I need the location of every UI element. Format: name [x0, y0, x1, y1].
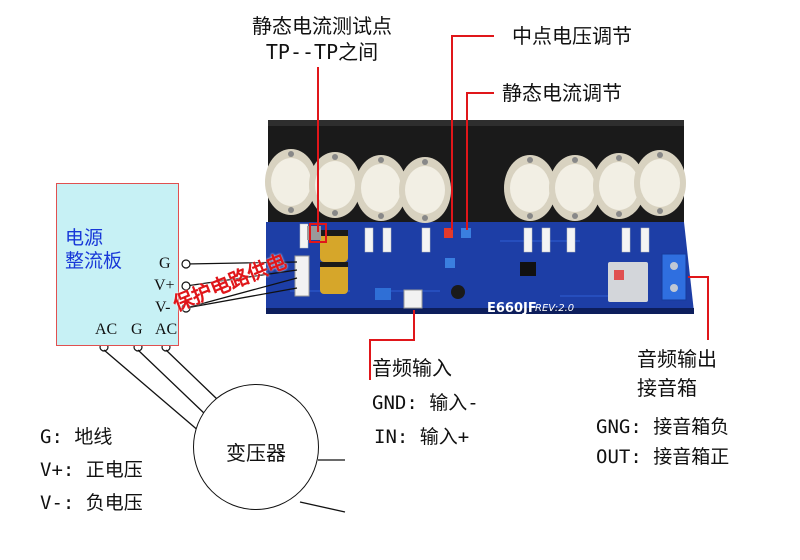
pointer-audio-input [369, 310, 415, 380]
psu-term-vminus: V- [155, 299, 171, 316]
psu-term-ac1: AC [95, 321, 118, 338]
legend-positive-voltage: V+: 正电压 [40, 459, 143, 481]
label-speaker-negative: GNG: 接音箱负 [596, 416, 730, 438]
transformer-label: 变压器 [226, 441, 286, 465]
label-quiescent-test-point-line2: TP--TP之间 [265, 40, 379, 64]
psu-term-ac2: AC [155, 321, 178, 338]
trimmer-midpoint [444, 228, 453, 238]
pointer-quiescent-adjust [466, 92, 494, 230]
label-quiescent-test-point-line1: 静态电流测试点 [252, 14, 392, 38]
power-transistors [265, 149, 686, 223]
legend-negative-voltage: V-: 负电压 [40, 492, 143, 514]
psu-title: 电源 整流板 [65, 227, 122, 273]
pointer-midpoint [451, 35, 494, 230]
label-audio-input-in: IN: 输入+ [374, 426, 470, 448]
label-midpoint-voltage-adjust: 中点电压调节 [512, 24, 632, 48]
label-audio-input-gnd: GND: 输入- [372, 392, 479, 414]
filter-capacitors [320, 230, 348, 294]
speaker-output-terminal [661, 253, 687, 301]
label-speaker-positive: OUT: 接音箱正 [596, 446, 730, 468]
emitter-resistors [299, 223, 650, 253]
label-audio-input: 音频输入 [372, 356, 452, 380]
label-quiescent-current-adjust: 静态电流调节 [502, 81, 622, 105]
trimmer-quiescent [461, 228, 471, 238]
pointer-audio-output [688, 276, 709, 340]
transformer: 变压器 [193, 384, 319, 510]
power-input-header [294, 255, 310, 297]
label-audio-output-line1: 音频输出 [637, 347, 717, 371]
board-model: E660JF [487, 301, 537, 316]
psu-wires [185, 261, 298, 309]
psu-title-line2: 整流板 [65, 249, 123, 272]
label-audio-output-line2: 接音箱 [637, 376, 697, 400]
board-revision: REV:2.0 [535, 303, 575, 314]
audio-input-header [403, 289, 423, 309]
psu-term-vplus: V+ [154, 277, 175, 294]
power-rectifier-board: 电源 整流板 G V+ V- AC G AC [56, 183, 179, 346]
protection-relay [608, 262, 648, 302]
psu-term-g2: G [131, 321, 143, 338]
psu-title-line1: 电源 [65, 227, 104, 249]
transformer-wires [103, 349, 346, 513]
legend-ground: G: 地线 [40, 426, 113, 448]
psu-term-g: G [159, 255, 171, 272]
